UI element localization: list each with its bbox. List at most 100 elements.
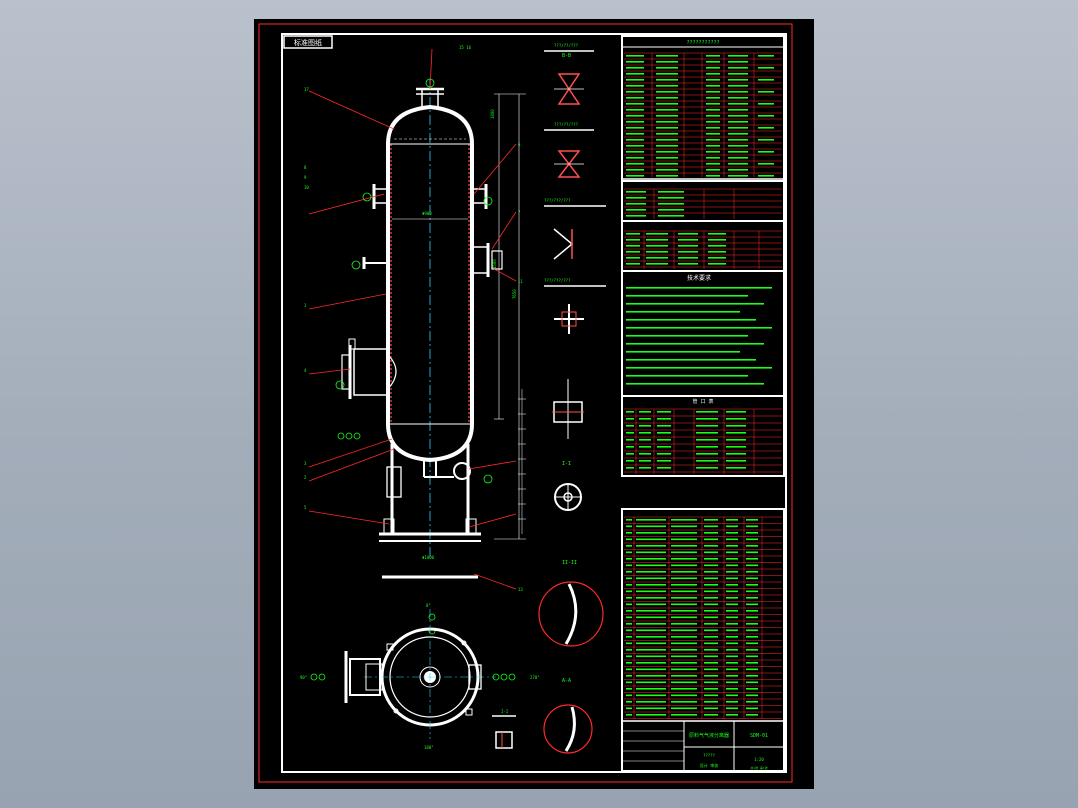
table-cell-mark [746,636,758,638]
table-cell-mark [626,359,756,361]
table-cell-mark [657,453,671,455]
table-cell-mark [626,109,644,111]
table-cell-mark [657,418,671,420]
table-cell-mark [626,688,632,690]
table-cell-mark [636,571,666,573]
table-cell-mark [656,103,678,105]
table-cell-mark [626,439,634,441]
table-cell-mark [704,577,718,580]
table-cell-mark [636,642,666,645]
table-cell-mark [746,603,758,606]
table-cell-mark [626,151,644,153]
table-cell-mark [626,257,640,259]
table-cell-mark [636,636,666,638]
table-cell-mark [728,127,748,129]
table-cell-mark [626,79,644,81]
table-cell-mark [636,662,666,664]
table-cell-mark [726,707,738,710]
table-cell-mark [746,610,758,612]
svg-text:5: 5 [304,505,307,510]
table-cell-mark [656,55,678,57]
table-cell-mark [746,577,758,580]
table-cell-mark [626,61,644,63]
table-cell-mark [626,425,634,427]
main-title: ??????????? [686,40,719,46]
table-cell-mark [626,564,632,567]
table-cell-mark [626,145,644,147]
table-cell-mark [726,662,738,664]
table-cell-mark [626,319,756,321]
svg-text:1800: 1800 [490,109,495,119]
small-detail-label: I-I [501,709,509,714]
table-cell-mark [728,139,748,141]
table-cell-mark [726,453,746,455]
table-cell-mark [728,109,748,111]
table-cell-mark [636,551,666,554]
table-cell-mark [656,169,678,171]
table-cell-mark [636,707,666,710]
table-cell-mark [636,603,666,606]
table-cell-mark [656,73,678,75]
table-cell-mark [728,175,748,177]
table-cell-mark [626,649,632,651]
table-cell-mark [706,157,720,159]
table-cell-mark [726,681,738,684]
table-cell-mark [728,61,748,63]
vessel-elevation [341,79,503,579]
svg-text:7650: 7650 [512,289,517,299]
table-cell-mark [696,418,718,420]
table-cell-mark [626,191,646,193]
table-cell-mark [626,85,644,87]
table-cell-mark [671,538,697,541]
table-cell-mark [626,577,632,580]
table-cell-mark [626,73,644,75]
table-cell-mark [626,616,632,619]
table-cell-mark [636,616,666,619]
table-cell-mark [704,655,718,658]
table-cell-mark [746,558,758,560]
table-cell-mark [706,67,720,69]
table-cell-mark [626,367,772,369]
table-cell-mark [626,127,644,129]
table-cell-mark [726,694,738,697]
small-detail [492,715,516,749]
table-cell-mark [636,649,666,651]
table-cell-mark [671,532,697,534]
table-cell-mark [626,343,764,345]
table-cell-mark [656,121,678,123]
table-cell-mark [726,623,738,625]
table-cell-mark [678,263,698,265]
svg-text:B-B: B-B [562,53,571,59]
table-cell-mark [758,115,774,117]
table-cell-mark [658,215,684,217]
table-cell-mark [726,688,738,690]
table-cell-mark [639,411,651,413]
table-cell-mark [726,584,738,586]
table-cell-mark [706,169,720,171]
table-cell-mark [678,257,698,259]
table-cell-mark [626,694,632,697]
table-cell-mark [704,532,718,534]
table-cell-mark [746,649,758,651]
table-cell-mark [626,133,644,135]
table-cell-mark [706,85,720,87]
table-cell-mark [639,446,651,448]
part-balloons [310,78,516,681]
table-cell-mark [656,145,678,147]
stamp-box [283,35,333,49]
table-cell-mark [671,649,697,651]
table-cell-mark [726,525,738,528]
table-cell-mark [671,642,697,645]
table-cell-mark [626,233,640,235]
stamp-text: 标准图纸 [294,38,322,47]
table-cell-mark [726,418,746,420]
table-cell-mark [696,425,718,427]
table-cell-mark [626,558,632,560]
table-cell-mark [646,239,668,241]
table-cell-mark [704,525,718,528]
table-cell-mark [746,701,758,703]
table-cell-mark [758,55,774,57]
table-cell-mark [708,245,726,247]
table-cell-mark [626,139,644,141]
table-cell-mark [626,91,644,93]
